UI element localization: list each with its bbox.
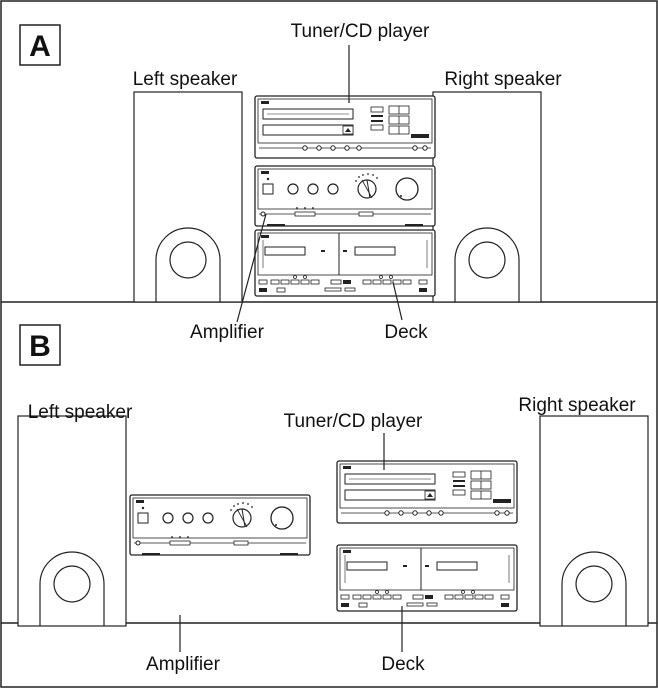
tuner-cd-label: Tuner/CD player	[291, 21, 430, 42]
left-speaker-label: Left speaker	[133, 69, 238, 90]
deck-label: Deck	[381, 654, 425, 675]
amplifier	[254, 165, 436, 227]
left-speaker	[17, 415, 127, 627]
tuner-cd-player	[254, 95, 436, 159]
right-speaker	[539, 415, 649, 627]
tuner-cd-player	[336, 460, 518, 524]
amplifier	[129, 494, 311, 556]
panel-b-letter: B	[29, 330, 51, 363]
cassette-deck	[336, 544, 518, 612]
deck-label: Deck	[384, 322, 428, 343]
panel-a-letter: A	[29, 30, 51, 63]
cassette-deck	[254, 229, 436, 297]
right-speaker-label: Right speaker	[444, 69, 562, 90]
left-speaker-label: Left speaker	[28, 402, 133, 423]
tuner-cd-label: Tuner/CD player	[284, 411, 423, 432]
right-speaker-label: Right speaker	[518, 395, 636, 416]
panel-b: B Tuner/CD player Left speaker Right spe…	[17, 324, 649, 675]
panel-a: A Tuner/CD player Left speaker Right spe…	[19, 21, 562, 343]
right-speaker	[432, 91, 542, 303]
deck-leader	[392, 281, 403, 321]
left-speaker	[133, 91, 243, 303]
amplifier-label: Amplifier	[146, 654, 221, 675]
panel-b-letter-box	[19, 324, 61, 366]
panel-a-letter-box	[19, 24, 61, 66]
amplifier-leader	[236, 213, 267, 323]
amplifier-label: Amplifier	[190, 322, 265, 343]
